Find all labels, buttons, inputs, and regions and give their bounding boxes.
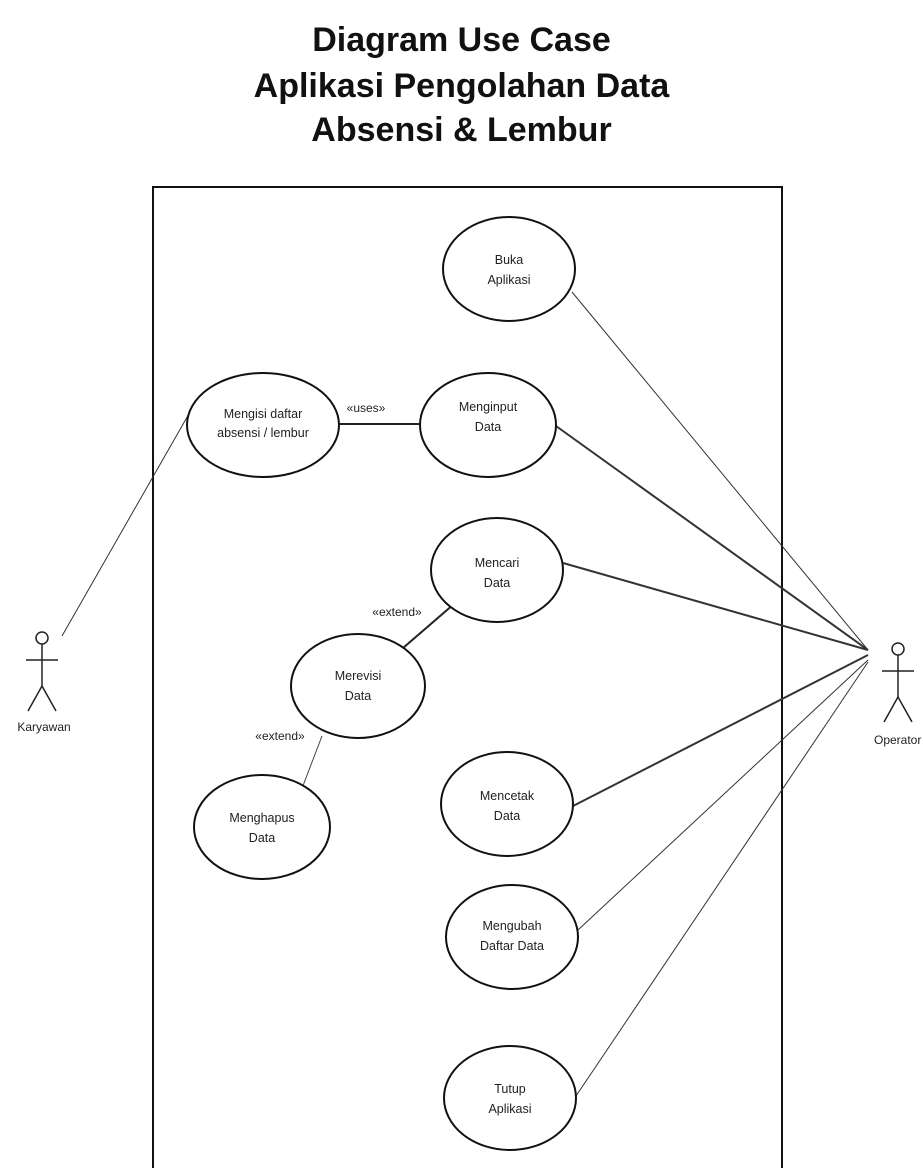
- use-case-mengubah-daftar-data: [445, 884, 579, 990]
- extend-line-merevisi-mencari: [402, 603, 455, 649]
- merevisi-data-label-1: Merevisi: [335, 669, 382, 683]
- use-case-menghapus-data: [193, 774, 331, 880]
- mengubah-daftar-data-label-1: Mengubah: [482, 919, 541, 933]
- assoc-buka-aplikasi: [571, 291, 869, 651]
- mencari-data-label-1: Mencari: [475, 556, 519, 570]
- menginput-data-label-1: Menginput: [459, 400, 518, 414]
- buka-aplikasi-label-1: Buka: [495, 253, 524, 267]
- operator-actor-label: Operator: [874, 733, 921, 747]
- assoc-tutup-aplikasi: [575, 661, 869, 1097]
- mengisi-daftar-label-2: absensi / lembur: [217, 426, 309, 440]
- assoc-mencetak-data: [572, 654, 869, 807]
- system-boundary: [152, 186, 783, 1168]
- menginput-data-label-2: Data: [475, 420, 501, 434]
- operator-associations: [555, 291, 869, 1097]
- use-case-mencetak-data: [440, 751, 574, 857]
- assoc-menginput-data: [555, 425, 869, 651]
- use-case-merevisi-data: [290, 633, 426, 739]
- tutup-aplikasi-label-2: Aplikasi: [488, 1102, 531, 1116]
- tutup-aplikasi-label-1: Tutup: [494, 1082, 526, 1096]
- karyawan-actor-label: Karyawan: [17, 720, 70, 734]
- assoc-mengubah-daftar-data: [577, 659, 869, 931]
- uses-label: «uses»: [347, 401, 386, 415]
- merevisi-data-label-2: Data: [345, 689, 371, 703]
- use-case-menginput-data: [419, 372, 557, 478]
- mengisi-daftar-label-1: Mengisi daftar: [224, 407, 303, 421]
- mencari-data-label-2: Data: [484, 576, 510, 590]
- karyawan-actor-icon: [26, 631, 58, 712]
- assoc-mencari-data: [562, 562, 869, 651]
- operator-actor-icon: [882, 642, 914, 723]
- use-case-tutup-aplikasi: [443, 1045, 577, 1151]
- mengubah-daftar-data-label-2: Daftar Data: [480, 939, 544, 953]
- buka-aplikasi-label-2: Aplikasi: [487, 273, 530, 287]
- extend-label-menghapus-merevisi: «extend»: [255, 729, 305, 743]
- menghapus-data-label-2: Data: [249, 831, 275, 845]
- assoc-karyawan-mengisi: [61, 411, 191, 637]
- use-case-mencari-data: [430, 517, 564, 623]
- mencetak-data-label-1: Mencetak: [480, 789, 535, 803]
- menghapus-data-label-1: Menghapus: [229, 811, 294, 825]
- extend-label-merevisi-mencari: «extend»: [372, 605, 422, 619]
- mencetak-data-label-2: Data: [494, 809, 520, 823]
- use-case-buka-aplikasi: [442, 216, 576, 322]
- diagram-title-line-2: Aplikasi Pengolahan Data: [253, 67, 670, 105]
- diagram-title-line-3: Absensi & Lembur: [311, 111, 612, 149]
- use-case-mengisi-daftar: [186, 372, 340, 478]
- diagram-title-line-1: Diagram Use Case: [312, 21, 611, 59]
